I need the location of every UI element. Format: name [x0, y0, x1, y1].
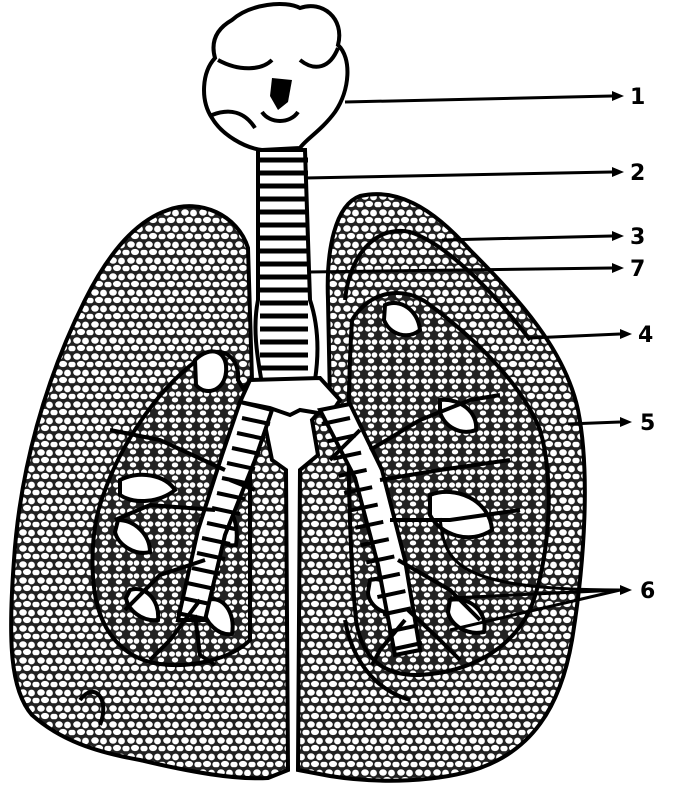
trachea [255, 150, 317, 384]
callout-label-6: 6 [640, 579, 655, 604]
callout-label-7: 7 [630, 257, 645, 282]
callout-label-4: 4 [638, 323, 653, 348]
leader-2 [305, 172, 612, 178]
left-lung [11, 206, 288, 778]
callout-label-1: 1 [630, 85, 645, 110]
callout-label-3: 3 [630, 225, 645, 250]
callout-label-2: 2 [630, 161, 645, 186]
right-lung [298, 194, 585, 781]
larynx [204, 4, 347, 150]
leader-3 [442, 236, 612, 240]
leader-5 [568, 422, 620, 424]
callout-labels: 1 2 3 7 4 5 6 [630, 85, 655, 604]
leader-1 [345, 96, 612, 102]
callout-label-5: 5 [640, 411, 655, 436]
